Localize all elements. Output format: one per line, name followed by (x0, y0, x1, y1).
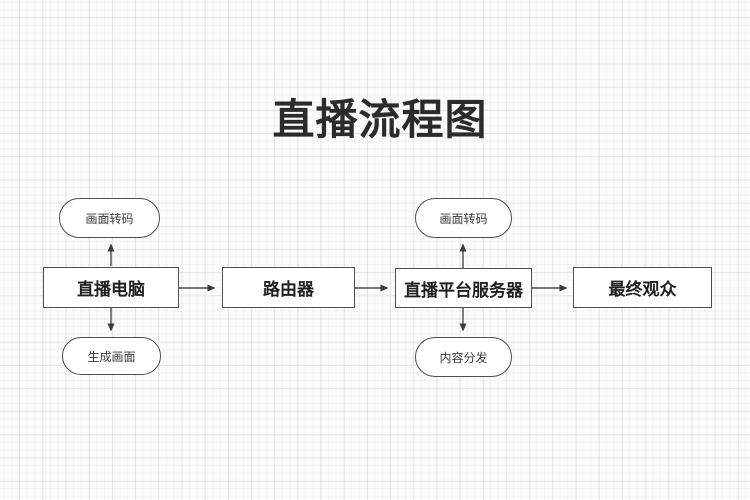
node-router: 路由器 (222, 267, 355, 308)
node-streaming-pc: 直播电脑 (43, 267, 179, 308)
node-encode-left: 画面转码 (59, 198, 160, 238)
node-encode-right: 画面转码 (415, 198, 512, 238)
node-final-audience: 最终观众 (573, 267, 712, 308)
node-platform-server: 直播平台服务器 (395, 268, 532, 308)
node-content-distribution: 内容分发 (415, 337, 512, 377)
diagram-title: 直播流程图 (272, 95, 488, 144)
node-generate-frame: 生成画面 (62, 337, 161, 375)
